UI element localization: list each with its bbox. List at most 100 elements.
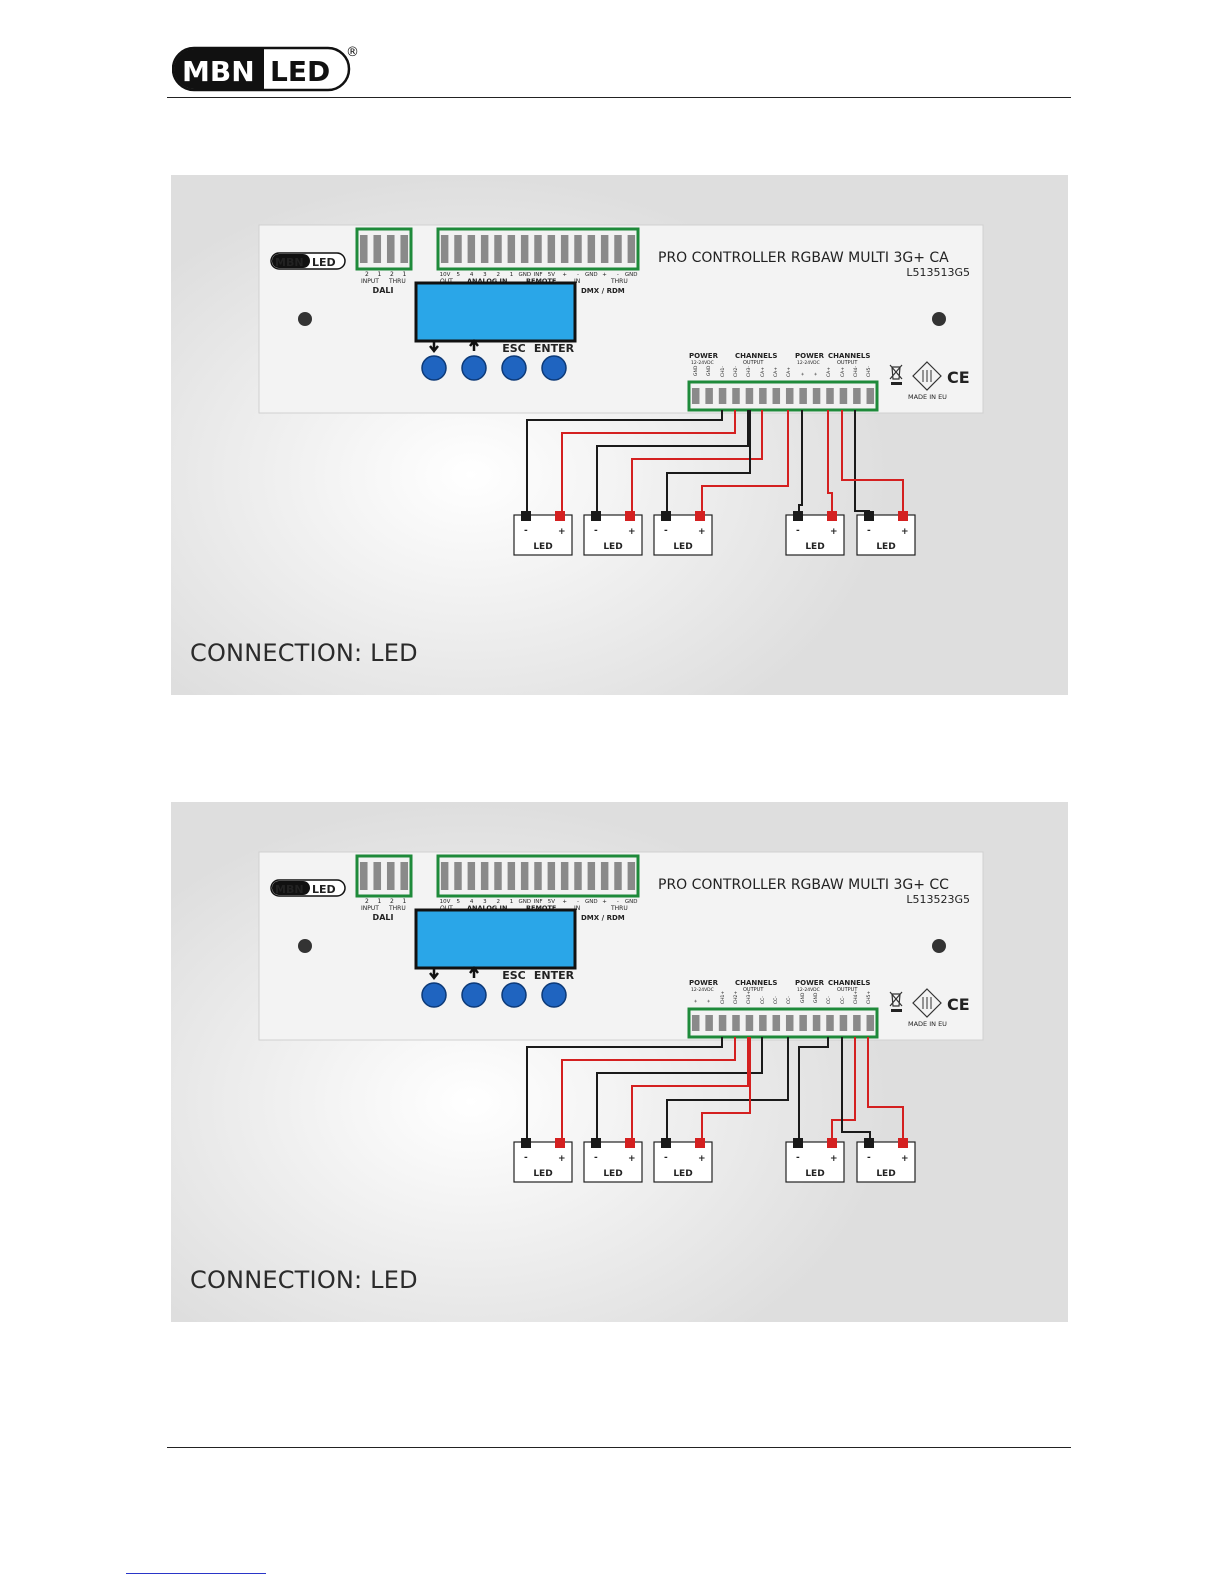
analog-pin-label: + xyxy=(562,899,567,905)
led-plus-label: + xyxy=(830,1154,838,1164)
led-minus-label: - xyxy=(664,1153,668,1163)
led-minus-label: - xyxy=(524,1153,528,1163)
output-pin-label: CC- xyxy=(760,996,766,1004)
safety-mark-lines xyxy=(922,997,932,1009)
wire-negative xyxy=(798,1037,829,1138)
output-pin-label: CC- xyxy=(773,996,779,1004)
led-minus-terminal xyxy=(521,511,531,521)
wire-negative xyxy=(798,410,803,511)
analog-pin-label: - xyxy=(577,272,579,278)
wire-positive xyxy=(831,1037,856,1138)
dmx-in-label: IN xyxy=(574,278,580,285)
panel-caption: CONNECTION: LED xyxy=(190,1266,418,1294)
led-plus-terminal xyxy=(898,1138,908,1148)
dali-pin-label: 2 xyxy=(390,898,394,905)
analog-pin-label: - xyxy=(617,272,619,278)
channels-label: CHANNELS xyxy=(828,352,870,360)
screw-icon xyxy=(298,312,312,326)
analog-pin-label: + xyxy=(602,272,607,278)
power-voltage-label: 12-24VDC xyxy=(797,987,820,993)
analog-pin-label: 4 xyxy=(470,272,474,278)
terminal-pin xyxy=(467,862,476,890)
output-label: OUTPUT xyxy=(837,360,858,366)
dmx-thru-label: THRU xyxy=(610,905,628,912)
led-module xyxy=(856,514,916,556)
terminal-pin xyxy=(785,388,794,404)
terminal-pin xyxy=(507,235,516,263)
led-minus-label: - xyxy=(664,526,668,536)
power-label: POWER xyxy=(795,352,825,360)
led-minus-label: - xyxy=(594,526,598,536)
control-button xyxy=(421,982,447,1008)
terminal-pin xyxy=(359,235,368,263)
terminal-pin xyxy=(826,388,834,404)
terminal-pin xyxy=(587,862,596,890)
terminal-pin xyxy=(772,1015,781,1031)
power2-pin-label: + xyxy=(813,372,819,376)
led-minus-label: - xyxy=(796,526,800,536)
ce-mark: CE xyxy=(947,995,970,1014)
control-button xyxy=(541,982,567,1008)
terminal-pin xyxy=(745,1015,754,1031)
channels-label: CHANNELS xyxy=(735,979,777,987)
analog-pin-label: 5V xyxy=(548,899,555,905)
enter-label: ENTER xyxy=(534,969,575,982)
terminal-pin xyxy=(600,235,609,263)
terminal-pin xyxy=(440,235,449,263)
led-label: LED xyxy=(603,542,622,552)
led-module xyxy=(785,1141,845,1183)
weee-bar xyxy=(891,1009,902,1012)
terminal-pin xyxy=(400,862,409,890)
output-pin-label: CA+ xyxy=(786,367,792,377)
terminal-pin xyxy=(373,862,382,890)
terminal-pin xyxy=(480,235,489,263)
led-module xyxy=(583,514,643,556)
led-plus-terminal xyxy=(555,1138,565,1148)
terminal-pin xyxy=(745,388,754,404)
led-plus-terminal xyxy=(695,1138,705,1148)
header-logo: MBN LED ® xyxy=(171,44,362,97)
led-module xyxy=(513,514,573,556)
output2-pin-label: CH4+ xyxy=(853,991,859,1004)
led-plus-label: + xyxy=(901,527,909,537)
output-label: OUTPUT xyxy=(743,987,764,993)
led-plus-terminal xyxy=(827,1138,837,1148)
made-in-label: MADE IN EU xyxy=(908,1020,947,1028)
wire-positive xyxy=(841,410,904,511)
led-plus-label: + xyxy=(628,527,636,537)
dali-pin-label: 2 xyxy=(390,271,394,278)
power-pin-label: + xyxy=(693,999,699,1003)
led-plus-label: + xyxy=(698,1154,706,1164)
led-label: LED xyxy=(876,1169,895,1179)
led-plus-label: + xyxy=(698,527,706,537)
dali-pin-label: 1 xyxy=(378,898,382,905)
analog-pin-label: INF xyxy=(534,272,543,278)
led-plus-terminal xyxy=(898,511,908,521)
terminal-pin xyxy=(718,388,727,404)
analog-pin-label: 10V xyxy=(440,899,451,905)
analog-pin-label: 4 xyxy=(470,899,474,905)
dali-pin-label: 1 xyxy=(403,898,407,905)
wire-positive xyxy=(827,410,833,511)
dmx-in-label: IN xyxy=(574,905,580,912)
dali-label: DALI xyxy=(373,286,394,295)
remote-label: REMOTE xyxy=(526,904,556,912)
led-module xyxy=(653,514,713,556)
terminal-pin xyxy=(614,235,622,263)
wire-negative xyxy=(854,410,870,512)
led-plus-label: + xyxy=(558,527,566,537)
output2-pin-label: CH5- xyxy=(866,366,872,377)
analog-pin-label: 3 xyxy=(483,272,487,278)
terminal-pin xyxy=(866,1015,875,1031)
enter-label: ENTER xyxy=(534,342,575,355)
terminal-pin xyxy=(691,388,700,404)
led-plus-terminal xyxy=(555,511,565,521)
device-logo-fill xyxy=(272,254,310,268)
dmx-thru-label: THRU xyxy=(610,278,628,285)
power-label: POWER xyxy=(689,352,719,360)
terminal-pin xyxy=(691,1015,700,1031)
led-minus-terminal xyxy=(793,1138,803,1148)
output2-pin-label: CA+ xyxy=(840,367,846,377)
control-button xyxy=(501,982,527,1008)
